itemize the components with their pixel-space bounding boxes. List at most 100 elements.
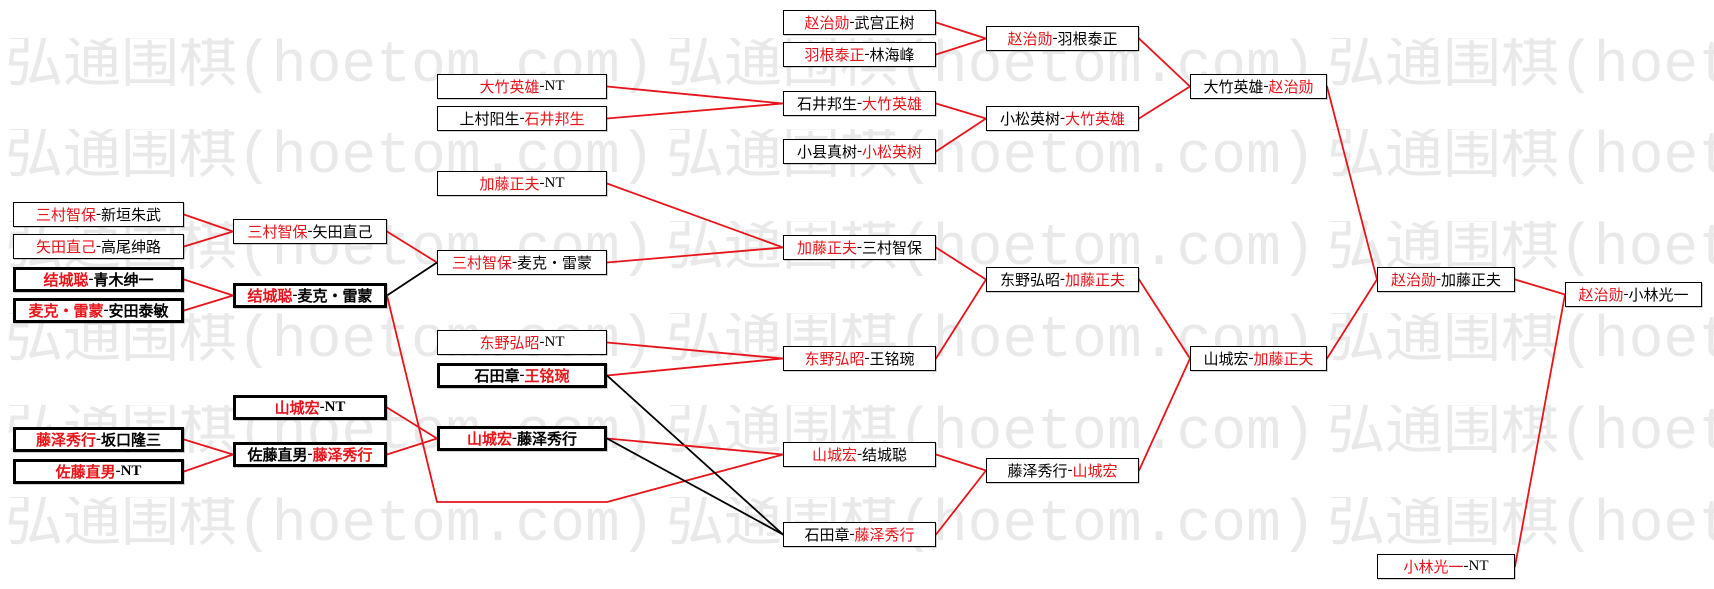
bracket-line [1138,357,1191,472]
bracket-line [606,341,784,360]
final-match-box: 赵治勋-小林光一 [1565,282,1702,307]
highlighted-player-name: 加藤正夫 [479,177,540,193]
separator: - [857,95,862,111]
bracket-line [1138,85,1191,120]
match-box: 小松英树-大竹英雄 [986,106,1139,131]
highlighted-player-name: 羽根泰正 [804,48,865,64]
bracket-line [183,278,234,297]
watermark-text: 弘通围棋(hoetom.com) [1327,313,1714,371]
player-name: 麦克・雷蒙 [517,256,593,272]
watermark-text: 弘通围棋(hoetom.com) [5,497,655,555]
match-box: 赵治勋-羽根泰正 [986,26,1139,51]
separator: - [1463,558,1469,574]
player-name: NT [120,463,142,479]
highlighted-player-name: 大竹英雄 [1065,112,1126,128]
bracket-line [1138,37,1191,88]
separator: - [1248,350,1254,366]
bracket-line [935,117,987,153]
player-name: 上村阳生 [459,112,520,128]
bracket-line [1326,85,1378,281]
bracket-line [183,438,234,456]
bracket-line [183,294,234,312]
highlighted-player-name: 藤泽秀行 [854,528,915,544]
highlighted-player-name: 赵治勋 [1268,80,1314,96]
separator: - [512,430,517,446]
bracket-line [606,357,784,377]
bracket-line [606,182,784,249]
separator: - [1067,462,1073,478]
highlighted-player-name: 山城宏 [1072,464,1118,480]
bracket-line [935,102,987,120]
player-name: NT [544,175,565,191]
match-box: 结城聪-麦克・雷蒙 [233,283,387,308]
player-name: 新垣朱武 [101,208,162,224]
match-box: 藤泽秀行-坂口隆三 [13,427,184,452]
bracket-line [386,437,438,456]
player-name: NT [544,78,565,94]
player-name: 加藤正夫 [1441,273,1502,289]
player-name: 东野弘昭 [999,273,1060,289]
separator: - [96,238,101,254]
highlighted-player-name: 石井邦生 [524,112,585,128]
match-box: 小县真树-小松英树 [783,139,936,164]
bracket-line [935,246,987,281]
watermark-text: 弘通围棋(hoetom.com) [666,129,1316,187]
player-name: 高尾绅路 [101,240,162,256]
watermark-text: 弘通围棋(hoetom.com) [1327,497,1714,555]
match-box: 石井邦生-大竹英雄 [783,91,936,116]
bracket-line [606,374,784,536]
player-name: 佐藤直男 [247,448,308,464]
match-box: 赵治勋-武宫正树 [783,10,936,35]
separator: - [849,14,855,30]
separator: - [1623,286,1629,302]
player-name: NT [1468,558,1489,574]
player-name: 石田章 [804,528,850,544]
player-name: 小林光一 [1628,288,1689,304]
match-box: 石田章-藤泽秀行 [783,522,936,547]
bracket-line [606,437,784,536]
bracket-line [935,453,987,472]
separator: - [519,367,525,383]
match-box: 麦克・雷蒙-安田泰敏 [13,298,184,323]
player-name: 王铭琬 [869,352,915,368]
highlighted-player-name: 三村智保 [247,225,308,241]
player-name: 矢田直己 [312,225,373,241]
separator: - [1052,30,1058,46]
highlighted-player-name: 藤泽秀行 [35,433,96,449]
player-name: 羽根泰正 [1057,32,1118,48]
player-name: 林海峰 [869,48,915,64]
player-name: NT [544,334,565,350]
highlighted-player-name: 小松英树 [862,145,923,161]
bracket-line [935,37,987,56]
match-box: 羽根泰正-林海峰 [783,42,936,67]
match-box: 山城宏-藤泽秀行 [437,426,607,451]
separator: - [857,239,862,255]
match-box: 东野弘昭-王铭琬 [783,346,936,371]
match-box: 石田章-王铭琬 [437,363,607,388]
match-box: 矢田直己-高尾绅路 [13,234,184,259]
separator: - [519,110,525,126]
bracket-line [606,246,784,264]
player-name: 三村智保 [862,241,923,257]
bracket-line [183,453,234,473]
match-box: 加藤正夫-NT [437,171,607,196]
player-name: 山城宏 [1203,352,1249,368]
player-name: 藤泽秀行 [517,432,578,448]
highlighted-player-name: 三村智保 [35,208,96,224]
match-box: 三村智保-新垣朱武 [13,202,184,227]
highlighted-player-name: 藤泽秀行 [312,448,373,464]
bracket-line [935,278,987,360]
highlighted-player-name: 大竹英雄 [862,97,923,113]
highlighted-player-name: 赵治勋 [804,16,850,32]
match-box: 藤泽秀行-山城宏 [986,458,1139,483]
separator: - [96,431,101,447]
bracket-line [386,261,438,297]
highlighted-player-name: 大竹英雄 [479,80,540,96]
highlighted-player-name: 山城宏 [811,448,857,464]
match-box: 小林光一-NT [1377,554,1515,579]
separator: - [864,350,870,366]
match-box: 东野弘昭-加藤正夫 [986,267,1139,292]
bracket-line [183,230,234,248]
separator: - [103,302,109,318]
separator: - [88,271,94,287]
